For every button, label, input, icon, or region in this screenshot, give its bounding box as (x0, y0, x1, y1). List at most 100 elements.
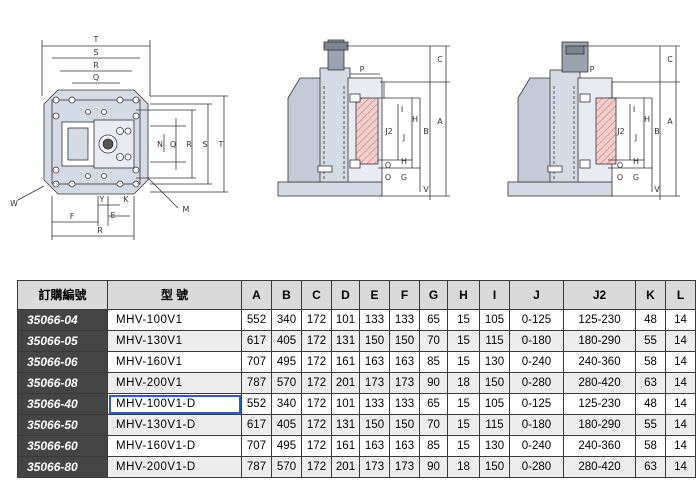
value-cell[interactable]: 617 (241, 330, 272, 352)
value-cell[interactable]: 0-180 (509, 330, 564, 352)
value-cell[interactable]: 617 (241, 414, 272, 436)
value-cell[interactable]: 105 (479, 309, 510, 331)
value-cell[interactable]: 70 (419, 330, 448, 352)
value-cell[interactable]: 570 (271, 456, 302, 478)
value-cell[interactable]: 131 (331, 414, 360, 436)
value-cell[interactable]: 340 (271, 309, 302, 331)
value-cell[interactable]: 58 (635, 351, 666, 373)
order-code-cell[interactable]: 35066-60 (17, 435, 108, 457)
value-cell[interactable]: 150 (479, 456, 510, 478)
value-cell[interactable]: 130 (479, 435, 510, 457)
value-cell[interactable]: 161 (331, 435, 360, 457)
model-cell[interactable]: MHV-130V1 (107, 330, 242, 352)
value-cell[interactable]: 131 (331, 330, 360, 352)
value-cell[interactable]: 63 (635, 456, 666, 478)
value-cell[interactable]: 130 (479, 351, 510, 373)
value-cell[interactable]: 90 (419, 372, 448, 394)
value-cell[interactable]: 163 (389, 435, 420, 457)
value-cell[interactable]: 787 (241, 456, 272, 478)
value-cell[interactable]: 65 (419, 309, 448, 331)
value-cell[interactable]: 405 (271, 414, 302, 436)
model-cell[interactable]: MHV-100V1 (107, 309, 242, 331)
value-cell[interactable]: 0-180 (509, 414, 564, 436)
value-cell[interactable]: 280-420 (563, 456, 636, 478)
value-cell[interactable]: 15 (447, 309, 480, 331)
value-cell[interactable]: 15 (447, 330, 480, 352)
value-cell[interactable]: 65 (419, 393, 448, 415)
value-cell[interactable]: 240-360 (563, 351, 636, 373)
value-cell[interactable]: 172 (301, 372, 332, 394)
value-cell[interactable]: 105 (479, 393, 510, 415)
value-cell[interactable]: 90 (419, 456, 448, 478)
value-cell[interactable]: 0-280 (509, 456, 564, 478)
value-cell[interactable]: 133 (389, 393, 420, 415)
value-cell[interactable]: 0-125 (509, 309, 564, 331)
value-cell[interactable]: 58 (635, 435, 666, 457)
value-cell[interactable]: 280-420 (563, 372, 636, 394)
value-cell[interactable]: 14 (665, 414, 696, 436)
value-cell[interactable]: 55 (635, 414, 666, 436)
model-cell-selected[interactable]: MHV-100V1-D (107, 393, 242, 415)
value-cell[interactable]: 85 (419, 435, 448, 457)
value-cell[interactable]: 172 (301, 330, 332, 352)
value-cell[interactable]: 101 (331, 393, 360, 415)
value-cell[interactable]: 150 (359, 414, 390, 436)
value-cell[interactable]: 133 (359, 393, 390, 415)
value-cell[interactable]: 18 (447, 456, 480, 478)
value-cell[interactable]: 163 (359, 435, 390, 457)
value-cell[interactable]: 707 (241, 351, 272, 373)
value-cell[interactable]: 15 (447, 351, 480, 373)
value-cell[interactable]: 180-290 (563, 330, 636, 352)
value-cell[interactable]: 240-360 (563, 435, 636, 457)
value-cell[interactable]: 495 (271, 435, 302, 457)
value-cell[interactable]: 495 (271, 351, 302, 373)
value-cell[interactable]: 787 (241, 372, 272, 394)
value-cell[interactable]: 405 (271, 330, 302, 352)
value-cell[interactable]: 180-290 (563, 414, 636, 436)
order-code-cell[interactable]: 35066-40 (17, 393, 108, 415)
order-code-cell[interactable]: 35066-08 (17, 372, 108, 394)
value-cell[interactable]: 63 (635, 372, 666, 394)
value-cell[interactable]: 0-240 (509, 435, 564, 457)
value-cell[interactable]: 14 (665, 435, 696, 457)
value-cell[interactable]: 552 (241, 309, 272, 331)
value-cell[interactable]: 14 (665, 351, 696, 373)
value-cell[interactable]: 125-230 (563, 309, 636, 331)
value-cell[interactable]: 201 (331, 372, 360, 394)
value-cell[interactable]: 172 (301, 393, 332, 415)
value-cell[interactable]: 48 (635, 309, 666, 331)
value-cell[interactable]: 0-125 (509, 393, 564, 415)
value-cell[interactable]: 150 (389, 330, 420, 352)
value-cell[interactable]: 173 (389, 456, 420, 478)
value-cell[interactable]: 201 (331, 456, 360, 478)
value-cell[interactable]: 101 (331, 309, 360, 331)
value-cell[interactable]: 150 (359, 330, 390, 352)
value-cell[interactable]: 161 (331, 351, 360, 373)
value-cell[interactable]: 172 (301, 414, 332, 436)
value-cell[interactable]: 163 (389, 351, 420, 373)
value-cell[interactable]: 173 (359, 456, 390, 478)
value-cell[interactable]: 150 (389, 414, 420, 436)
value-cell[interactable]: 18 (447, 372, 480, 394)
model-cell[interactable]: MHV-130V1-D (107, 414, 242, 436)
model-cell[interactable]: MHV-200V1 (107, 372, 242, 394)
order-code-cell[interactable]: 35066-04 (17, 309, 108, 331)
value-cell[interactable]: 55 (635, 330, 666, 352)
model-cell[interactable]: MHV-200V1-D (107, 456, 242, 478)
value-cell[interactable]: 15 (447, 393, 480, 415)
value-cell[interactable]: 70 (419, 414, 448, 436)
value-cell[interactable]: 340 (271, 393, 302, 415)
value-cell[interactable]: 115 (479, 414, 510, 436)
value-cell[interactable]: 570 (271, 372, 302, 394)
value-cell[interactable]: 172 (301, 456, 332, 478)
value-cell[interactable]: 125-230 (563, 393, 636, 415)
value-cell[interactable]: 0-240 (509, 351, 564, 373)
order-code-cell[interactable]: 35066-80 (17, 456, 108, 478)
value-cell[interactable]: 173 (389, 372, 420, 394)
value-cell[interactable]: 15 (447, 435, 480, 457)
